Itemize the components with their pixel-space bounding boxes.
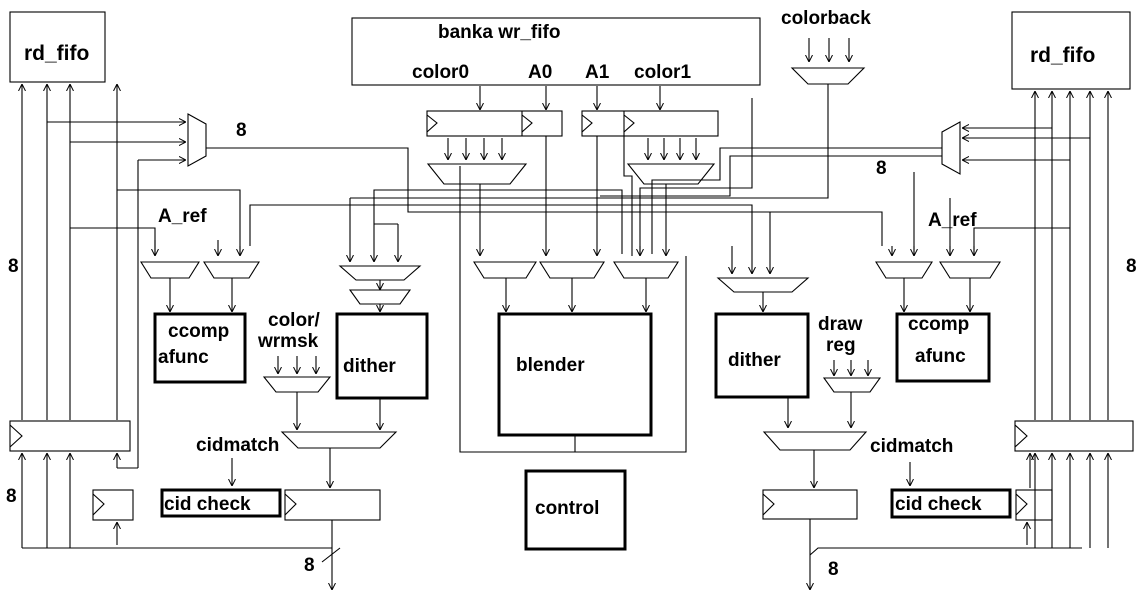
a1-color1-register <box>581 110 719 137</box>
draw-reg-mux <box>822 377 882 393</box>
right-output-register <box>762 489 858 520</box>
bus-width-left-low: 8 <box>6 486 17 507</box>
rd-fifo-left-label: rd_fifo <box>24 42 89 65</box>
bus-width-top-left: 8 <box>236 120 247 141</box>
left-input-register <box>9 420 131 452</box>
color-wrmsk-label-1: color/ <box>268 310 320 331</box>
wr-fifo-box <box>351 17 761 86</box>
a1-label: A1 <box>585 62 610 83</box>
right-output-mux <box>762 431 868 451</box>
blender-mux-2 <box>539 261 605 279</box>
bus-width-top-right: 8 <box>876 158 887 179</box>
rd-fifo-right-label: rd_fifo <box>1030 44 1095 67</box>
draw-reg-label-1: draw <box>818 314 863 335</box>
bus-width-out-left: 8 <box>304 555 315 576</box>
color0-label: color0 <box>412 62 469 83</box>
ccomp-afunc-right-box <box>895 312 991 383</box>
bus-width-out-right: 8 <box>828 559 839 580</box>
cidmatch-right-label: cidmatch <box>870 436 953 457</box>
color-wrmsk-label-2: wrmsk <box>257 331 319 352</box>
left-small-register <box>92 489 134 521</box>
color0-a0-register <box>426 110 563 137</box>
cidmatch-left-label: cidmatch <box>196 435 279 456</box>
control-label: control <box>535 498 599 519</box>
ccomp-right-label: ccomp <box>908 314 969 335</box>
left-feedback-mux <box>187 113 207 167</box>
dither-left-box <box>335 312 429 400</box>
right-input-register <box>1014 420 1134 452</box>
draw-reg-label-2: reg <box>826 335 856 356</box>
colorback-label: colorback <box>781 8 871 29</box>
afunc-right-label: afunc <box>915 346 966 367</box>
color1-mux <box>626 163 716 185</box>
dither-left-label: dither <box>343 356 396 377</box>
a0-label: A0 <box>528 62 552 83</box>
wr-fifo-label: banka wr_fifo <box>438 22 560 43</box>
blender-mux-3 <box>613 261 679 279</box>
dither-left-mux-top <box>338 265 422 281</box>
a-ref-left-label: A_ref <box>158 206 207 227</box>
cid-check-right-box <box>890 488 1012 519</box>
bus-width-left-mid: 8 <box>8 256 19 277</box>
ccomp-mux-left-2 <box>203 261 260 279</box>
color0-mux <box>426 163 528 185</box>
ccomp-left-label: ccomp <box>168 321 229 342</box>
blender-label: blender <box>516 355 585 376</box>
ccomp-mux-right-1 <box>875 261 933 279</box>
cid-check-left-label: cid check <box>164 494 251 515</box>
blender-mux-1 <box>473 261 537 279</box>
cid-check-left-box <box>160 488 282 518</box>
dither-right-box <box>714 312 810 399</box>
right-small-register <box>1015 489 1053 521</box>
color-wrmsk-mux <box>262 376 332 393</box>
cid-check-right-label: cid check <box>895 494 982 515</box>
ccomp-mux-left-1 <box>140 261 200 279</box>
dither-right-label: dither <box>728 350 781 371</box>
rd-fifo-left-box <box>9 11 106 83</box>
ccomp-mux-right-2 <box>939 261 1001 279</box>
control-box <box>524 469 627 551</box>
left-output-register <box>284 489 381 521</box>
a-ref-right-label: A_ref <box>928 210 977 231</box>
ccomp-afunc-left-box <box>153 312 247 384</box>
dither-right-mux <box>716 277 810 293</box>
right-feedback-mux <box>941 121 961 175</box>
afunc-left-label: afunc <box>158 347 209 368</box>
left-output-mux <box>280 431 398 449</box>
dither-left-mux-bottom <box>348 289 412 305</box>
rd-fifo-right-box <box>1011 11 1131 90</box>
bus-width-right-mid: 8 <box>1126 256 1137 277</box>
colorback-mux <box>790 67 866 85</box>
blender-box <box>497 312 653 437</box>
color1-label: color1 <box>634 62 691 83</box>
